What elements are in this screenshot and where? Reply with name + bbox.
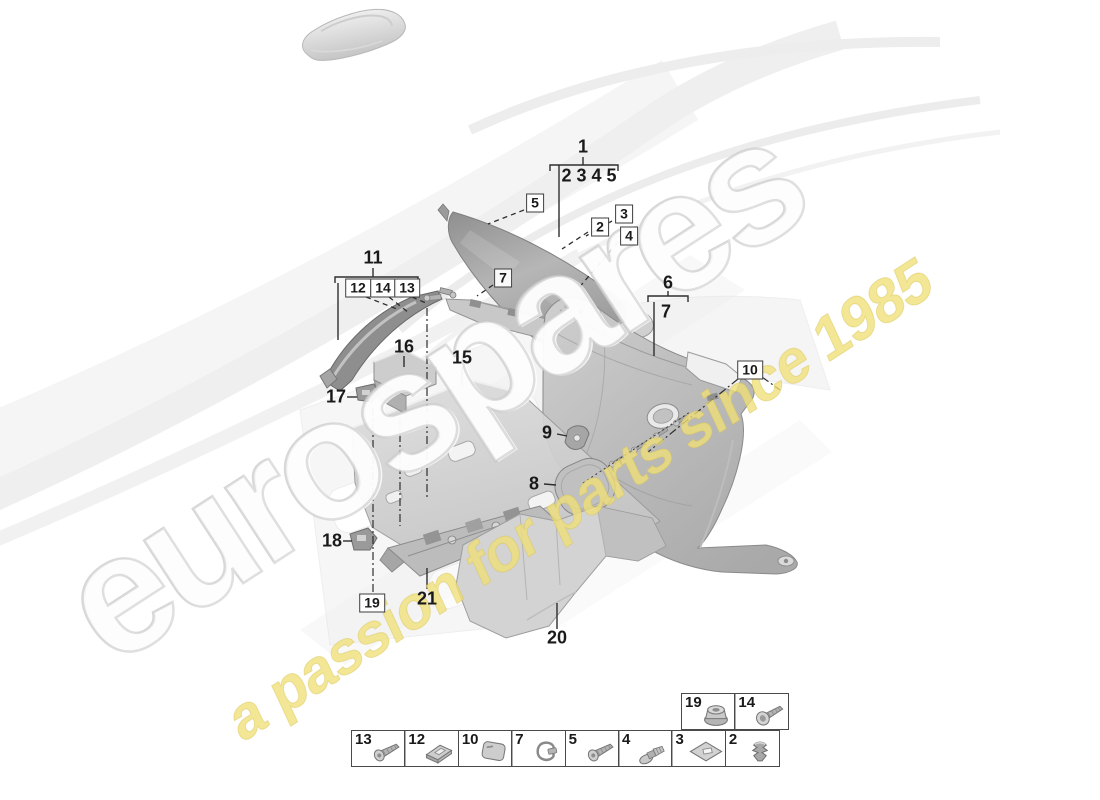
boxed-callout-19: 19 (359, 593, 385, 613)
legend-row-bottom: 13 12 10 7 5 4 3 2 (351, 730, 780, 767)
callout-16: 16 (393, 336, 415, 357)
boxed-callout-5: 5 (526, 193, 544, 213)
legend-number: 3 (675, 731, 684, 748)
boxed-callout-14: 14 (370, 278, 396, 298)
legend-number: 5 (568, 731, 577, 748)
spring-nut-icon (420, 738, 458, 765)
callout-18: 18 (321, 530, 343, 551)
legend-number: 2 (728, 731, 738, 748)
car-silhouette-icon (302, 8, 406, 61)
legend-number: 19 (685, 694, 702, 711)
legend-number: 7 (515, 731, 524, 748)
boxed-callout-3: 3 (615, 204, 633, 224)
callout-1: 1 (577, 136, 589, 157)
boxed-callout-7: 7 (494, 268, 512, 288)
dash-dot-lines (372, 308, 781, 592)
boxed-callout-10: 10 (737, 360, 763, 380)
part-17-clip (355, 383, 380, 403)
legend-cell-2: 2 (724, 730, 780, 767)
legend-cell-13: 13 (351, 730, 406, 767)
part-16-bracket (373, 349, 437, 415)
callout-7: 7 (660, 301, 672, 322)
legend-cell-5: 5 (564, 730, 620, 767)
legend-number: 10 (461, 731, 479, 748)
part-9-clip (564, 425, 590, 450)
legend-cell-10: 10 (457, 730, 513, 767)
legend-number: 14 (738, 694, 756, 711)
screw-icon (581, 738, 619, 765)
screw-icon (367, 738, 405, 765)
part-11-pillar-strip (319, 287, 457, 392)
dashed-leaders (365, 209, 619, 314)
leader-lines (334, 157, 689, 629)
legend-cell-12: 12 (404, 730, 460, 767)
callout-20: 20 (546, 627, 568, 648)
expander-rivet-icon (741, 738, 779, 765)
legend-cell-4: 4 (618, 730, 674, 767)
boxed-callout-4: 4 (620, 226, 638, 246)
part-20-lower-trim (455, 505, 667, 639)
boxed-callout-2: 2 (591, 217, 609, 237)
callout-9: 9 (541, 422, 553, 443)
flange-nut-icon (697, 701, 735, 728)
callout-17: 17 (325, 386, 347, 407)
legend-cell-7: 7 (511, 730, 567, 767)
boxed-callout-13: 13 (394, 278, 420, 298)
slotted-plate-icon (687, 738, 725, 765)
trim-pad-icon (474, 738, 512, 765)
callout-6: 6 (662, 272, 674, 293)
screw-alignment-line (582, 411, 691, 484)
callout-15: 15 (451, 347, 473, 368)
boxed-callout-12: 12 (345, 278, 371, 298)
washer-screw-icon (750, 701, 788, 728)
legend-cell-14: 14 (734, 693, 790, 730)
callout-21: 21 (416, 588, 438, 609)
legend-number: 13 (355, 731, 372, 748)
legend-number: 12 (408, 731, 426, 748)
legend-number: 4 (622, 731, 631, 748)
callout-11: 11 (363, 247, 383, 268)
callout-8: 8 (528, 473, 540, 494)
callout-2-3-4-5: 2 3 4 5 (561, 165, 617, 186)
legend-cell-19: 19 (681, 693, 736, 730)
stud-icon (634, 738, 672, 765)
wire-clip-icon (527, 738, 565, 765)
legend-cell-3: 3 (671, 730, 727, 767)
